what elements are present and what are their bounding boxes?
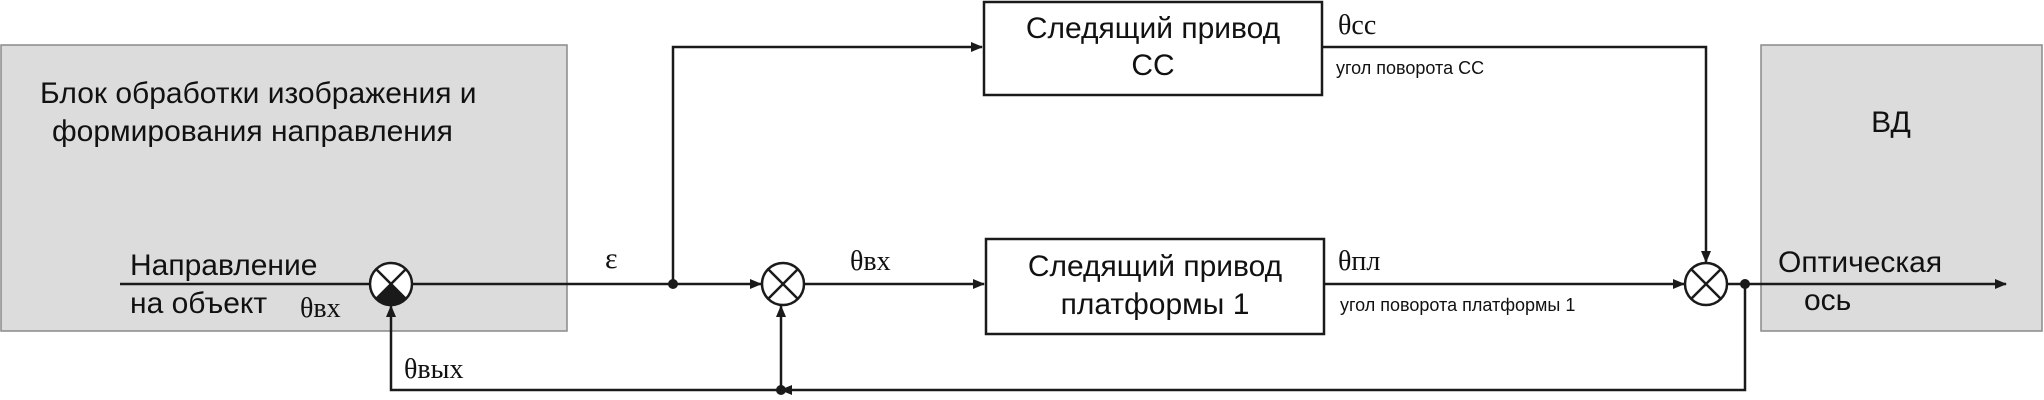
branch-point-optical-axis bbox=[1740, 279, 1750, 289]
drive-platform-title-line1: Следящий привод bbox=[1028, 250, 1282, 283]
vd-block-title: ВД bbox=[1871, 106, 1911, 139]
epsilon-label: ε bbox=[605, 242, 618, 275]
optical-axis-label-line1: Оптическая bbox=[1778, 246, 1942, 279]
drive-ss-block bbox=[982, 0, 1324, 97]
drive-ss-title-line1: Следящий привод bbox=[1026, 12, 1280, 45]
line-branch-to-drive-ss bbox=[671, 42, 983, 284]
theta-in-label-1: θвх bbox=[300, 293, 341, 324]
branch-point-epsilon bbox=[668, 279, 678, 289]
branch-point-feedback bbox=[776, 385, 786, 395]
drive-platform-title-line2: платформы 1 bbox=[1061, 288, 1250, 321]
processing-block-title-line2: формирования направления bbox=[52, 115, 453, 148]
theta-ss-label: θсс bbox=[1338, 10, 1376, 41]
platform-rotation-angle-label: угол поворота платформы 1 bbox=[1340, 295, 1575, 315]
ss-rotation-angle-label: угол поворота СС bbox=[1336, 58, 1484, 78]
summing-junction-3 bbox=[1683, 261, 1729, 307]
input-direction-label-line2: на объект bbox=[130, 287, 267, 320]
feedback-to-sum1-line bbox=[386, 305, 781, 392]
optical-axis-label-line2: ось bbox=[1804, 284, 1851, 317]
processing-block-title-line1: Блок обработки изображения и bbox=[40, 77, 477, 110]
summing-junction-2 bbox=[760, 261, 806, 307]
summing-junction-1 bbox=[368, 261, 414, 307]
line-drive-ss-to-sum3 bbox=[1322, 45, 1711, 263]
drive-ss-title-line2: СС bbox=[1131, 49, 1174, 82]
drive-platform-block bbox=[984, 237, 1326, 336]
feedback-line bbox=[780, 284, 1747, 395]
input-direction-label-line1: Направление bbox=[130, 249, 317, 282]
theta-in-label-2: θвх bbox=[850, 246, 891, 277]
theta-out-label: θвых bbox=[404, 354, 463, 385]
theta-pl-label: θпл bbox=[1338, 246, 1380, 277]
